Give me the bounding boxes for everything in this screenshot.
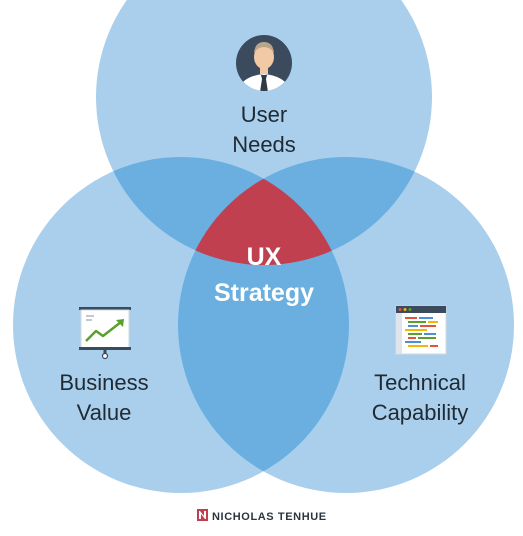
user-needs-label-line2: Needs [232,132,296,157]
code-window-icon [395,305,447,355]
business-value-label-line1: Business [59,370,148,395]
business-value-label-line2: Value [77,400,132,425]
brand-name: NICHOLAS TENHUE [212,511,327,523]
technical-capability-label-line1: Technical [374,370,466,395]
technical-capability-label-line2: Capability [372,400,469,425]
center-overlap [178,157,349,265]
brand-logo-icon [197,509,208,521]
user-avatar-icon [236,35,292,91]
user-needs-label-line1: User [241,102,287,127]
ux-strategy-label-line2: Strategy [214,279,314,307]
ux-strategy-label-line1: UX [247,243,282,271]
presentation-chart-icon [79,307,131,360]
